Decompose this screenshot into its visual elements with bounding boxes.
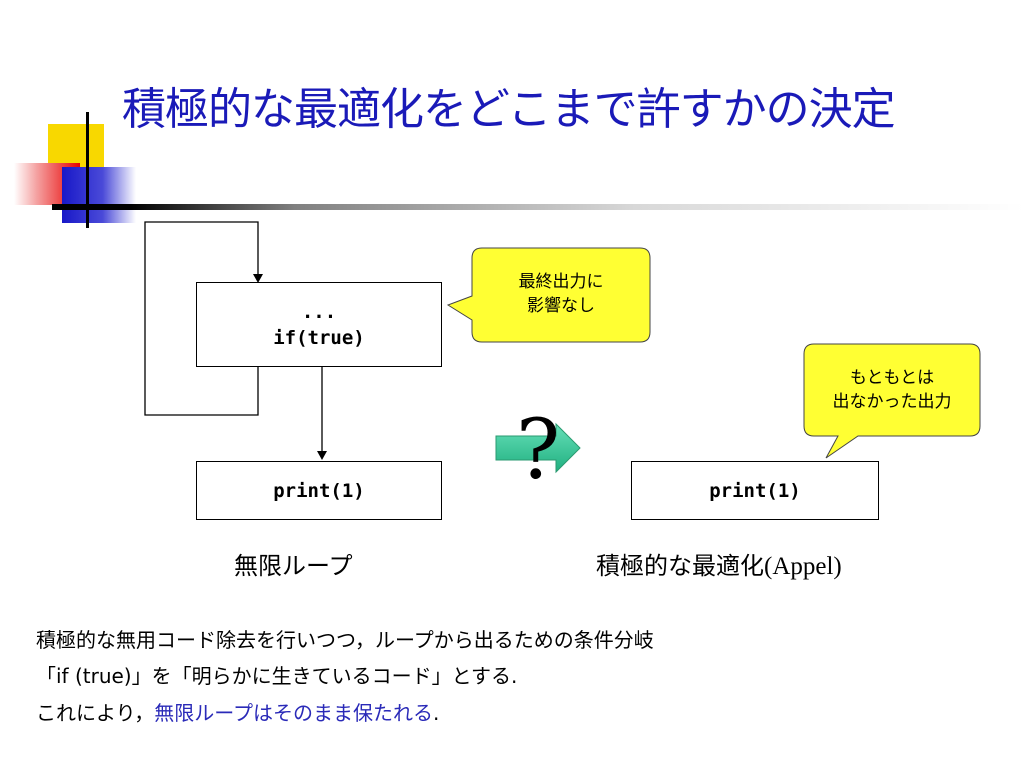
title-underline [52,204,1024,210]
body-line-3-suffix: . [433,701,440,725]
caption-aggressive: 積極的な最適化(Appel) [596,546,842,581]
callout-left-line2: 影響なし [527,296,595,316]
if-true-box: ... if(true) [196,282,442,367]
callout-left-line1: 最終出力に [518,272,604,292]
callout-right-line1: もともとは [849,368,935,388]
loop-connector [144,221,259,416]
callout-text-left: 最終出力に 影響なし [476,270,646,318]
callout-text-right: もともとは 出なかった出力 [806,366,978,414]
print-box-right: print(1) [631,461,879,520]
decor-vertical-line [86,112,89,228]
flow-arrowhead [317,451,327,460]
caption-infinite-loop: 無限ループ [234,552,353,580]
body-line-3-accent: 無限ループはそのまま保たれる [154,701,434,725]
caption-aggressive-jp: 積極的な最適化 [596,552,764,580]
if-true-code: if(true) [273,326,365,349]
loop-arrowhead [253,274,263,283]
body-line-1: 積極的な無用コード除去を行いつつ，ループから出るための条件分岐 [36,628,654,652]
caption-aggressive-en: (Appel) [764,553,842,580]
callout-bubble-right [803,343,981,459]
transform-arrow-icon [495,422,581,474]
decor-blue-square [62,167,136,223]
body-line-3: これにより，無限ループはそのまま保たれる. [36,697,439,726]
callout-right-line2: 出なかった出力 [832,392,952,412]
print-code-left: print(1) [273,479,365,502]
slide-title: 積極的な最適化をどこまで許すかの決定 [122,84,896,135]
print-code-right: print(1) [709,479,801,502]
body-line-2: 「if (true)」を「明らかに生きているコード」とする. [36,664,518,688]
ellipsis-code: ... [301,300,337,323]
print-box-left: print(1) [196,461,442,520]
question-mark-icon: ? [516,403,560,498]
body-line-3-prefix: これにより， [36,701,155,725]
callout-bubble-left [446,247,651,343]
